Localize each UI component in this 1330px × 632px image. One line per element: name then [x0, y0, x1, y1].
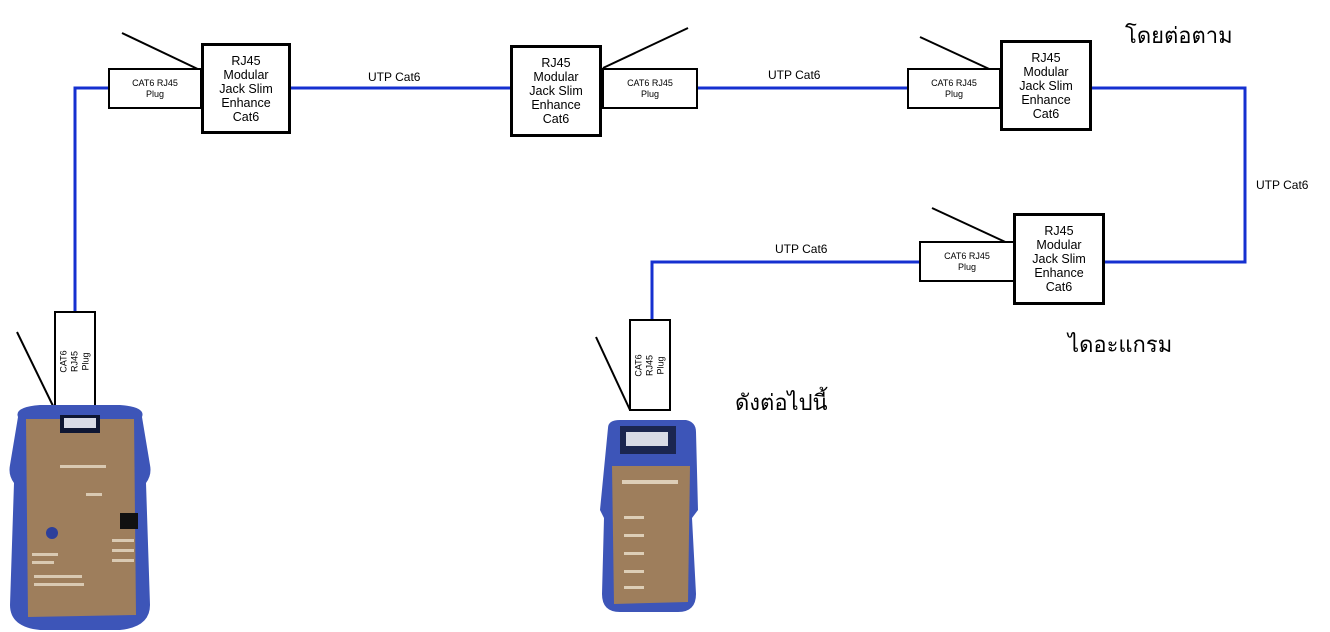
plug-label: CAT6 RJ45 Plug: [944, 251, 990, 273]
caption-line-1: โดยต่อตาม: [1125, 18, 1233, 53]
plug-label: CAT6 RJ45 Plug: [627, 78, 673, 100]
cable-jack4-to-tester2: [652, 262, 921, 321]
latch-line: [596, 337, 630, 410]
cable-label-4: UTP Cat6: [775, 242, 827, 256]
plug-label: CAT6 RJ45 Plug: [59, 343, 92, 381]
rj45-plug-1: CAT6 RJ45 Plug: [108, 68, 202, 109]
caption-line-3: ดังต่อไปนี้: [735, 385, 828, 420]
cable-label-3: UTP Cat6: [1256, 178, 1308, 192]
plug-label: CAT6 RJ45 Plug: [634, 346, 667, 384]
rj45-plug-2: CAT6 RJ45 Plug: [602, 68, 698, 109]
cable-label-2: UTP Cat6: [768, 68, 820, 82]
rj45-jack-4: RJ45 Modular Jack Slim Enhance Cat6: [1013, 213, 1105, 305]
jack-label: RJ45 Modular Jack Slim Enhance Cat6: [1019, 51, 1072, 121]
latch-line: [603, 28, 688, 68]
cable-label-1: UTP Cat6: [368, 70, 420, 84]
rj45-plug-tester-1: CAT6 RJ45 Plug: [54, 311, 96, 412]
cable-tester-main-image: [0, 405, 160, 632]
plug-label: CAT6 RJ45 Plug: [931, 78, 977, 100]
rj45-plug-tester-2: CAT6 RJ45 Plug: [629, 319, 671, 411]
jack-label: RJ45 Modular Jack Slim Enhance Cat6: [219, 54, 272, 124]
rj45-plug-3: CAT6 RJ45 Plug: [907, 68, 1001, 109]
plug-label: CAT6 RJ45 Plug: [132, 78, 178, 100]
latch-line: [17, 332, 55, 410]
rj45-plug-4: CAT6 RJ45 Plug: [919, 241, 1015, 282]
cable-jack3-to-jack4: [1091, 88, 1245, 262]
jack-label: RJ45 Modular Jack Slim Enhance Cat6: [529, 56, 582, 126]
cable-tester1-to-jack1: [75, 88, 110, 313]
jack-label: RJ45 Modular Jack Slim Enhance Cat6: [1032, 224, 1085, 294]
rj45-jack-3: RJ45 Modular Jack Slim Enhance Cat6: [1000, 40, 1092, 131]
rj45-jack-2: RJ45 Modular Jack Slim Enhance Cat6: [510, 45, 602, 137]
caption-line-2: ไดอะแกรม: [1068, 327, 1172, 362]
latch-line: [122, 33, 204, 72]
cable-tester-remote-image: [598, 418, 702, 614]
rj45-jack-1: RJ45 Modular Jack Slim Enhance Cat6: [201, 43, 291, 134]
